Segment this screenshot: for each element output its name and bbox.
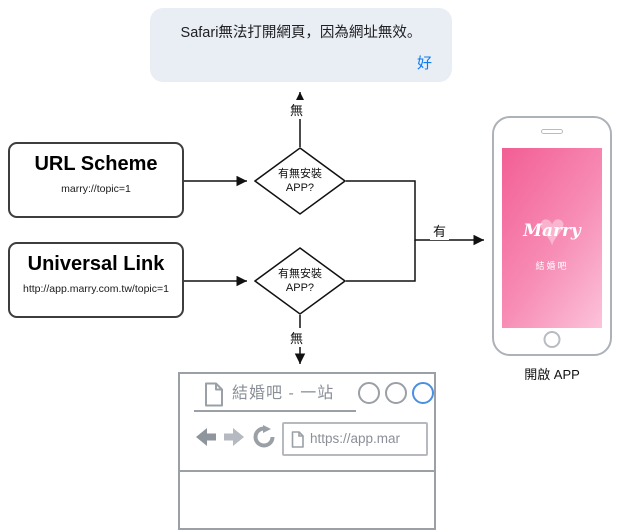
toolbar-divider bbox=[180, 470, 434, 472]
forward-icon[interactable] bbox=[222, 424, 248, 450]
browser-window: 結婚吧 - 一站 https://app.mar bbox=[178, 372, 436, 530]
home-button[interactable] bbox=[543, 331, 561, 348]
edge-label-no-top: 無 bbox=[287, 100, 307, 119]
url-scheme-node: URL Scheme marry://topic=1 bbox=[8, 142, 184, 218]
app-name-text: 結婚吧 bbox=[535, 260, 569, 271]
iphone-mockup: ♥ Marry 結婚吧 bbox=[492, 116, 612, 356]
decision-top-label: 有無安裝 APP? bbox=[278, 167, 322, 194]
edge-decision-bottom-merge bbox=[346, 240, 416, 282]
universal-link-title: Universal Link bbox=[27, 253, 165, 275]
window-button-1[interactable] bbox=[358, 382, 380, 404]
address-page-icon bbox=[291, 431, 304, 448]
browser-tab-title[interactable]: 結婚吧 - 一站 bbox=[232, 385, 335, 402]
back-icon[interactable] bbox=[192, 424, 218, 450]
decision-bottom-label: 有無安裝 APP? bbox=[278, 267, 322, 294]
app-logo-group: ♥ Marry bbox=[517, 205, 587, 257]
url-scheme-subtitle: marry://topic=1 bbox=[61, 183, 131, 195]
phone-speaker bbox=[541, 129, 563, 134]
decision-diamond-top: 有無安裝 APP? bbox=[254, 147, 346, 215]
heart-icon: ♥ bbox=[538, 202, 566, 255]
app-logo-text: Marry bbox=[523, 220, 581, 241]
edge-label-no-bottom: 無 bbox=[287, 328, 307, 347]
diamond-shape bbox=[254, 247, 346, 315]
window-button-3[interactable] bbox=[412, 382, 434, 404]
edge-yes-to-phone bbox=[346, 180, 484, 246]
universal-link-node: Universal Link http://app.marry.com.tw/t… bbox=[8, 242, 184, 318]
safari-alert-dialog: Safari無法打開網頁，因為網址無效。 好 bbox=[150, 8, 452, 82]
address-bar[interactable]: https://app.mar bbox=[282, 422, 428, 456]
alert-message: Safari無法打開網頁，因為網址無效。 bbox=[180, 25, 422, 41]
app-splash-screen: ♥ Marry 結婚吧 bbox=[502, 148, 602, 328]
diamond-shape bbox=[254, 147, 346, 215]
decision-diamond-bottom: 有無安裝 APP? bbox=[254, 247, 346, 315]
edge-label-yes: 有 bbox=[430, 221, 450, 240]
url-scheme-title: URL Scheme bbox=[34, 153, 158, 175]
tab-underline bbox=[194, 410, 356, 412]
window-button-2[interactable] bbox=[385, 382, 407, 404]
browser-content-area bbox=[180, 472, 434, 528]
address-url: https://app.mar bbox=[310, 431, 401, 446]
tab-page-icon bbox=[205, 382, 223, 407]
reload-icon[interactable] bbox=[252, 425, 276, 449]
alert-ok-button[interactable]: 好 bbox=[416, 55, 432, 72]
universal-link-subtitle: http://app.marry.com.tw/topic=1 bbox=[23, 283, 169, 295]
open-app-caption: 開啟 APP bbox=[524, 367, 580, 382]
